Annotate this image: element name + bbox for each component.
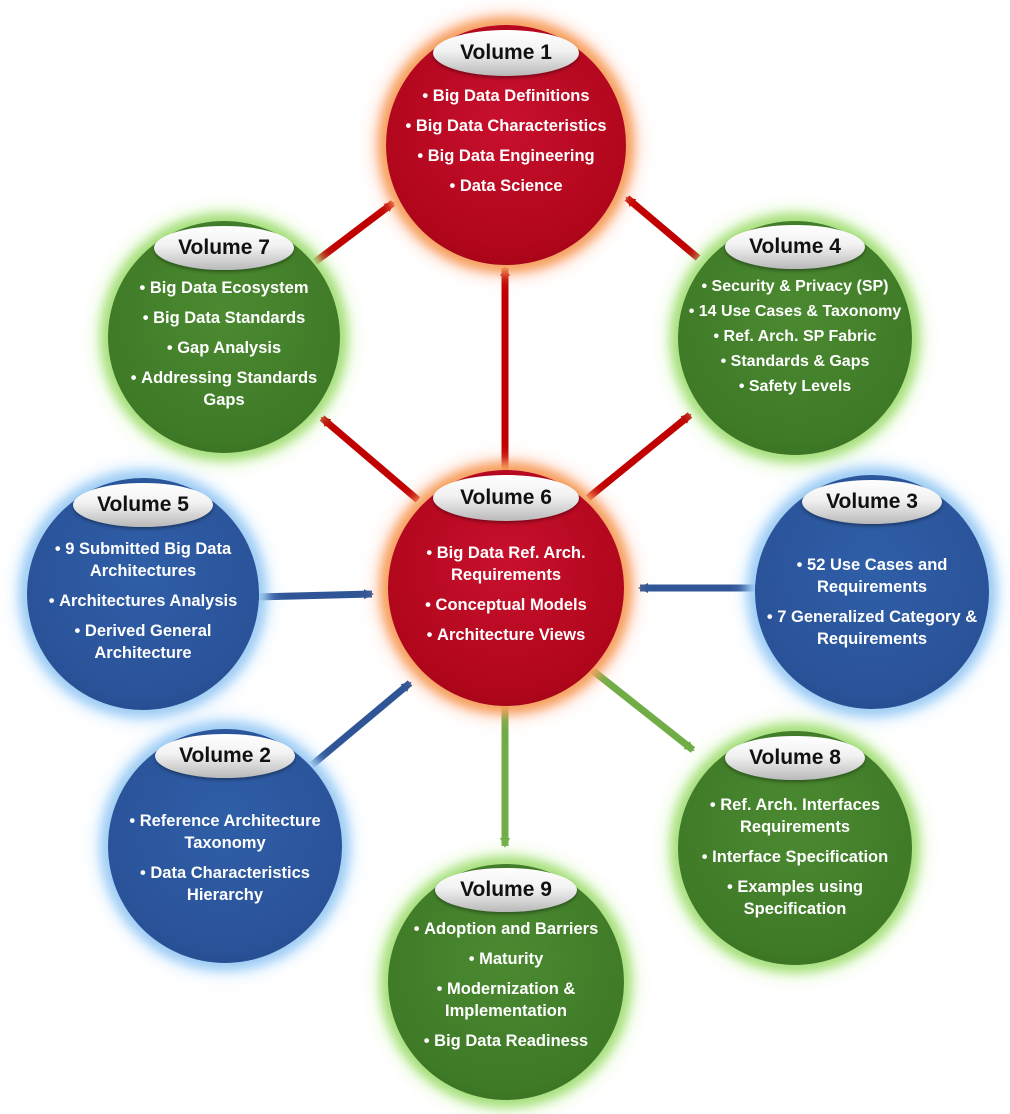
list-item: Data Characteristics Hierarchy bbox=[116, 862, 334, 906]
volume-5-list: 9 Submitted Big Data Architectures Archi… bbox=[35, 538, 251, 672]
list-item: Big Data Engineering bbox=[394, 145, 618, 167]
list-item: 7 Generalized Category & Requirements bbox=[763, 606, 981, 650]
volume-2-list: Reference Architecture Taxonomy Data Cha… bbox=[116, 810, 334, 914]
list-item: Safety Levels bbox=[686, 376, 904, 397]
volume-6-circle: Volume 6 Big Data Ref. Arch. Requirement… bbox=[388, 470, 624, 706]
arrow-v2-to-v6 bbox=[309, 680, 413, 768]
list-item: Ref. Arch. SP Fabric bbox=[686, 326, 904, 347]
list-item: Interface Specification bbox=[686, 846, 904, 868]
arrow-v6-to-v4 bbox=[585, 412, 693, 501]
list-item: Standards & Gaps bbox=[686, 351, 904, 372]
arrow-v6-to-v7 bbox=[319, 415, 421, 503]
arrow-v5-to-v6 bbox=[254, 589, 374, 601]
list-item: Data Science bbox=[394, 175, 618, 197]
arrow-v4-to-v1 bbox=[624, 195, 701, 261]
volume-3-title: Volume 3 bbox=[802, 480, 942, 524]
volume-8-list: Ref. Arch. Interfaces Requirements Inter… bbox=[686, 794, 904, 928]
arrow-v6-to-v8 bbox=[589, 667, 696, 753]
volume-3-list: 52 Use Cases and Requirements 7 Generali… bbox=[763, 554, 981, 658]
volume-7-list: Big Data Ecosystem Big Data Standards Ga… bbox=[116, 277, 332, 419]
list-item: Gap Analysis bbox=[116, 337, 332, 359]
volume-3-circle: Volume 3 52 Use Cases and Requirements 7… bbox=[755, 475, 989, 709]
volume-9-list: Adoption and Barriers Maturity Moderniza… bbox=[396, 918, 616, 1060]
arrow-v7-to-v1 bbox=[312, 200, 396, 265]
list-item: Modernization & Implementation bbox=[396, 978, 616, 1022]
volume-6-list: Big Data Ref. Arch. Requirements Concept… bbox=[396, 542, 616, 654]
list-item: 9 Submitted Big Data Architectures bbox=[35, 538, 251, 582]
volume-6-title: Volume 6 bbox=[433, 475, 579, 521]
list-item: Architectures Analysis bbox=[35, 590, 251, 612]
volume-8-circle: Volume 8 Ref. Arch. Interfaces Requireme… bbox=[678, 731, 912, 965]
volume-1-title: Volume 1 bbox=[433, 30, 579, 76]
volume-2-circle: Volume 2 Reference Architecture Taxonomy… bbox=[108, 729, 342, 963]
volume-1-list: Big Data Definitions Big Data Characteri… bbox=[394, 85, 618, 205]
list-item: Architecture Views bbox=[396, 624, 616, 646]
volume-8-title: Volume 8 bbox=[725, 736, 865, 780]
volume-5-circle: Volume 5 9 Submitted Big Data Architectu… bbox=[27, 478, 259, 710]
list-item: Addressing Standards Gaps bbox=[116, 367, 332, 411]
list-item: Adoption and Barriers bbox=[396, 918, 616, 940]
list-item: Ref. Arch. Interfaces Requirements bbox=[686, 794, 904, 838]
volume-7-circle: Volume 7 Big Data Ecosystem Big Data Sta… bbox=[108, 221, 340, 453]
list-item: Reference Architecture Taxonomy bbox=[116, 810, 334, 854]
volume-9-circle: Volume 9 Adoption and Barriers Maturity … bbox=[388, 864, 624, 1100]
volume-4-circle: Volume 4 Security & Privacy (SP) 14 Use … bbox=[678, 221, 912, 455]
list-item: Conceptual Models bbox=[396, 594, 616, 616]
list-item: Big Data Definitions bbox=[394, 85, 618, 107]
volume-1-circle: Volume 1 Big Data Definitions Big Data C… bbox=[386, 25, 626, 265]
list-item: Big Data Characteristics bbox=[394, 115, 618, 137]
list-item: Derived General Architecture bbox=[35, 620, 251, 664]
volume-9-title: Volume 9 bbox=[435, 868, 577, 912]
list-item: 14 Use Cases & Taxonomy bbox=[686, 301, 904, 322]
list-item: Big Data Ecosystem bbox=[116, 277, 332, 299]
list-item: Security & Privacy (SP) bbox=[686, 276, 904, 297]
volume-7-title: Volume 7 bbox=[154, 226, 294, 270]
list-item: Examples using Specification bbox=[686, 876, 904, 920]
volume-2-title: Volume 2 bbox=[155, 734, 295, 778]
volume-4-title: Volume 4 bbox=[725, 225, 865, 269]
volume-4-list: Security & Privacy (SP) 14 Use Cases & T… bbox=[686, 276, 904, 401]
list-item: Maturity bbox=[396, 948, 616, 970]
list-item: Big Data Ref. Arch. Requirements bbox=[396, 542, 616, 586]
list-item: Big Data Readiness bbox=[396, 1030, 616, 1052]
list-item: Big Data Standards bbox=[116, 307, 332, 329]
volume-5-title: Volume 5 bbox=[73, 483, 213, 527]
list-item: 52 Use Cases and Requirements bbox=[763, 554, 981, 598]
